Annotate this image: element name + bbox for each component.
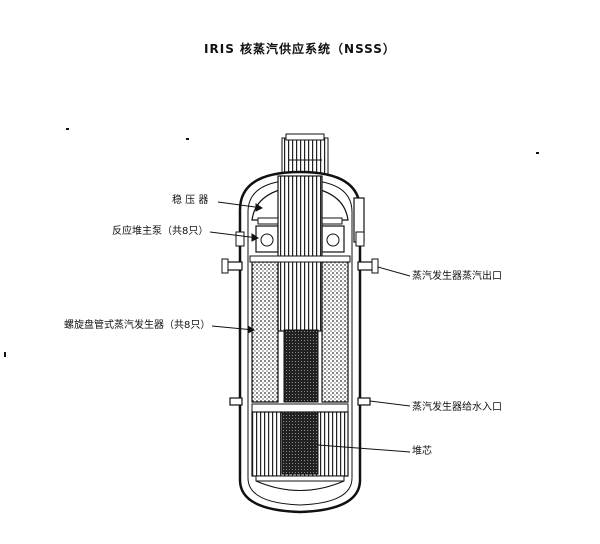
label-steam-generator: 螺旋盘管式蒸汽发生器（共8只） (64, 320, 211, 331)
diagram-title: IRIS 核蒸汽供应系统（NSSS） (204, 42, 396, 56)
central-riser (277, 175, 323, 403)
steam-outlet-nozzles (221, 258, 379, 274)
leader-lines (209, 201, 411, 453)
core-barrel (251, 403, 349, 491)
label-steam-outlet: 蒸汽发生器蒸汽出口 (412, 271, 502, 282)
upper-flange (235, 197, 365, 247)
label-feedwater-inlet: 蒸汽发生器给水入口 (412, 402, 502, 413)
label-pressurizer: 稳 压 器 (172, 195, 209, 206)
label-core: 堆芯 (412, 446, 432, 457)
steam-generators (249, 255, 351, 403)
scan-marks (4, 128, 539, 357)
label-pump: 反应堆主泵（共8只） (112, 226, 209, 237)
